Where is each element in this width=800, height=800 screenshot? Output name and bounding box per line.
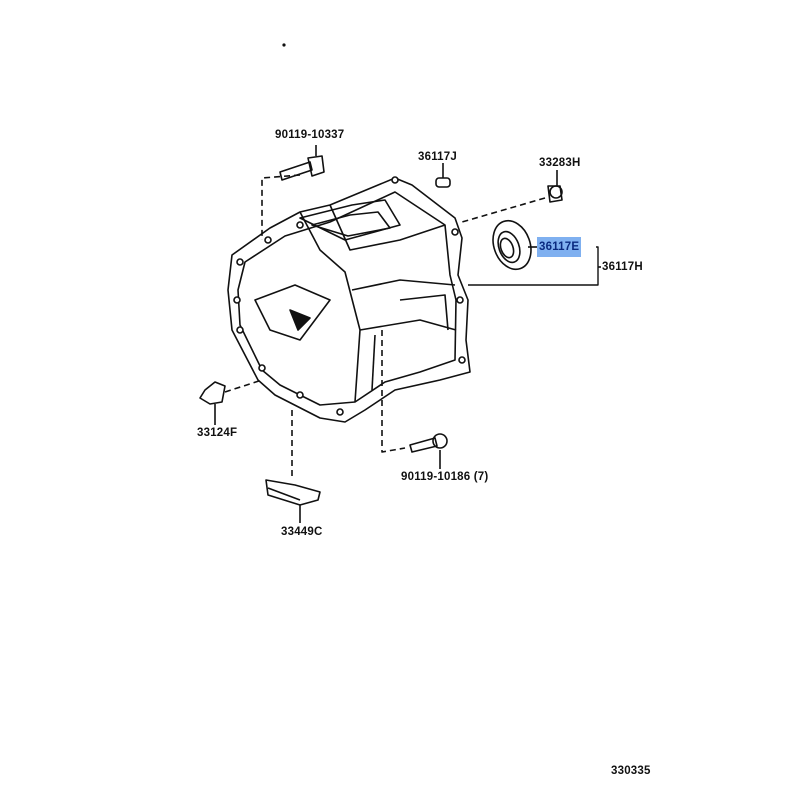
part-label-33124F[interactable]: 33124F — [197, 427, 238, 439]
part-label-36117H[interactable]: 36117H — [602, 261, 643, 273]
part-label-90119-10186[interactable]: 90119-10186 (7) — [401, 471, 489, 483]
part-label-33283H[interactable]: 33283H — [539, 157, 581, 169]
figure-number: 330335 — [611, 765, 651, 777]
part-label-90119-10337[interactable]: 90119-10337 — [275, 129, 345, 141]
part-label-36117E[interactable]: 36117E — [537, 237, 582, 257]
part-label-33449C[interactable]: 33449C — [281, 526, 323, 538]
bolt-90119-10337-icon — [279, 145, 325, 181]
oil-seal-icon — [492, 219, 532, 271]
part-label-36117J[interactable]: 36117J — [418, 151, 457, 163]
transmission-case — [227, 177, 471, 423]
